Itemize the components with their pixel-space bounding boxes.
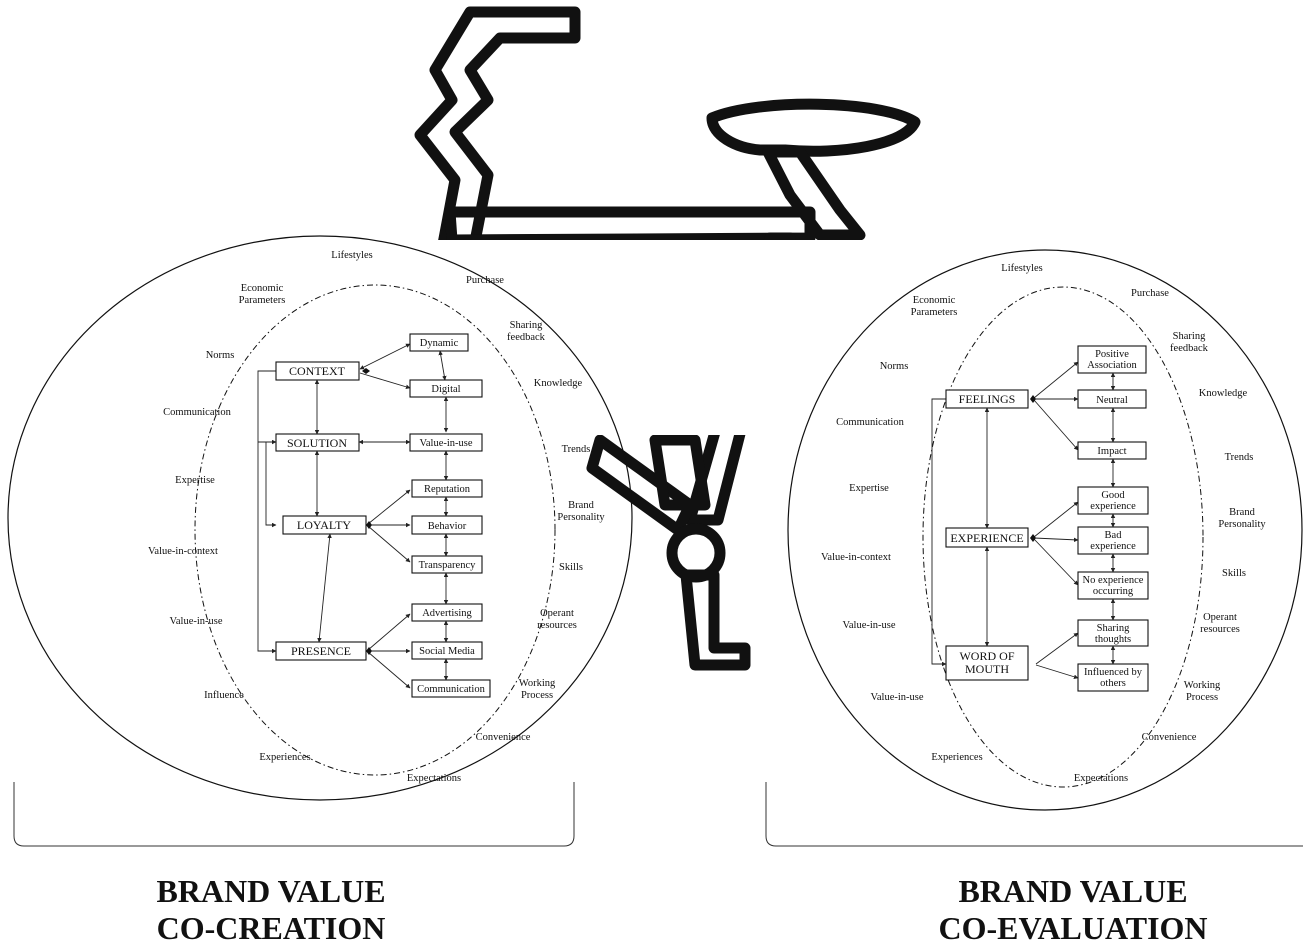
factor-trends: Trends: [1225, 452, 1254, 463]
box-reputation: Reputation: [412, 480, 482, 497]
svg-text:PRESENCE: PRESENCE: [291, 644, 351, 658]
svg-text:Communication: Communication: [417, 684, 485, 695]
factor-knowledge: Knowledge: [534, 378, 583, 389]
svg-text:Reputation: Reputation: [424, 484, 471, 495]
factor-expertise: Expertise: [175, 475, 215, 486]
box-digital: Digital: [410, 380, 482, 397]
box-behavior: Behavior: [412, 516, 482, 534]
svg-text:Impact: Impact: [1097, 446, 1126, 457]
factor-knowledge: Knowledge: [1199, 388, 1248, 399]
left-title-line1: BRAND VALUE: [156, 873, 385, 909]
svg-text:Neutral: Neutral: [1096, 395, 1128, 406]
factor-value-in-context: Value-in-context: [821, 552, 891, 563]
svg-text:EXPERIENCE: EXPERIENCE: [950, 531, 1023, 545]
factor-lifestyles: Lifestyles: [331, 250, 372, 261]
factor-skills: Skills: [559, 562, 583, 573]
core-feelings: FEELINGS: [946, 390, 1028, 408]
svg-text:Dynamic: Dynamic: [420, 338, 459, 349]
factor-convenience: Convenience: [476, 732, 531, 743]
factor-experiences: Experiences: [931, 752, 982, 763]
right-title-line1: BRAND VALUE: [958, 873, 1187, 909]
factor-experiences: Experiences: [259, 752, 310, 763]
svg-text:SOLUTION: SOLUTION: [287, 436, 347, 450]
svg-text:CONTEXT: CONTEXT: [289, 364, 346, 378]
core-presence: PRESENCE: [276, 642, 366, 660]
factor-value-in-context: Value-in-context: [148, 546, 218, 557]
box-neutral: Neutral: [1078, 390, 1146, 408]
svg-text:FEELINGS: FEELINGS: [959, 392, 1016, 406]
svg-text:Behavior: Behavior: [428, 521, 467, 532]
factor-purchase: Purchase: [1131, 288, 1169, 299]
factor-skills: Skills: [1222, 568, 1246, 579]
svg-text:LOYALTY: LOYALTY: [297, 518, 352, 532]
factor-value-in-use: Value-in-use: [169, 616, 222, 627]
factor-expertise: Expertise: [849, 483, 889, 494]
svg-text:Value-in-use: Value-in-use: [419, 438, 472, 449]
box-social-media: Social Media: [412, 642, 482, 659]
factor-trends: Trends: [562, 444, 591, 455]
box-advertising: Advertising: [412, 604, 482, 621]
box-value-in-use: Value-in-use: [410, 434, 482, 451]
left-title-line2: CO-CREATION: [157, 910, 386, 946]
box-dynamic: Dynamic: [410, 334, 468, 351]
box-communication: Communication: [412, 680, 490, 697]
core-loyalty: LOYALTY: [283, 516, 366, 534]
factor-expectations: Expectations: [1074, 773, 1128, 784]
right-title-line2: CO-EVALUATION: [938, 910, 1207, 946]
factor-expectations: Expectations: [407, 773, 461, 784]
factor-norms: Norms: [880, 361, 909, 372]
svg-text:Digital: Digital: [431, 384, 460, 395]
factor-value-in-use-2: Value-in-use: [870, 692, 923, 703]
factor-communication: Communication: [163, 407, 231, 418]
factor-influence: Influence: [204, 690, 244, 701]
factor-convenience: Convenience: [1142, 732, 1197, 743]
box-impact: Impact: [1078, 442, 1146, 459]
factor-purchase: Purchase: [466, 275, 504, 286]
factor-norms: Norms: [206, 350, 235, 361]
box-transparency: Transparency: [412, 556, 482, 573]
svg-text:Transparency: Transparency: [419, 560, 477, 571]
svg-text:Advertising: Advertising: [422, 608, 472, 619]
core-solution: SOLUTION: [276, 434, 359, 451]
svg-text:Social Media: Social Media: [419, 646, 475, 657]
factor-communication: Communication: [836, 417, 904, 428]
factor-lifestyles: Lifestyles: [1001, 263, 1042, 274]
core-experience: EXPERIENCE: [946, 528, 1028, 547]
factor-value-in-use: Value-in-use: [842, 620, 895, 631]
core-context: CONTEXT: [276, 362, 359, 380]
